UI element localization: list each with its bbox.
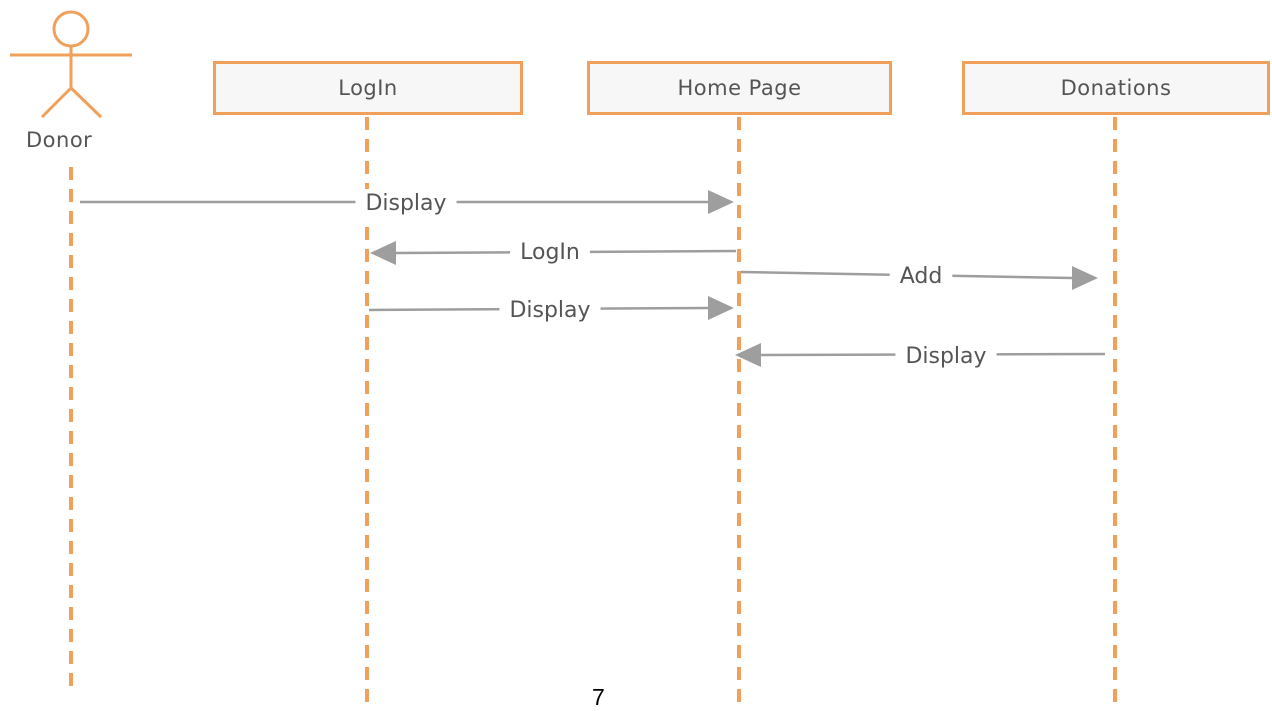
actor-label-donor: Donor [26, 128, 93, 152]
message-label: Display [905, 344, 986, 369]
lifeline-label-donations: Donations [1060, 76, 1172, 100]
lifeline-label-home-page: Home Page [677, 76, 802, 100]
message-label: Add [900, 264, 943, 289]
message-arrow: Display [368, 296, 734, 325]
message-label: Display [365, 191, 446, 216]
message-label-background [499, 296, 601, 325]
arrowhead-icon [370, 241, 396, 265]
message-label-background [510, 238, 590, 267]
message-label-background [889, 262, 953, 291]
lifeline-box-donations: Donations [962, 61, 1270, 115]
lifeline-label-login: LogIn [338, 76, 398, 100]
message-label-background [355, 189, 457, 218]
message-arrow: LogIn [370, 238, 737, 267]
arrowhead-icon [708, 296, 734, 320]
message-label: LogIn [520, 240, 580, 265]
lifeline-box-login: LogIn [213, 61, 523, 115]
lifeline-box-home-page: Home Page [587, 61, 892, 115]
message-label-background [895, 342, 997, 371]
message-label: Display [509, 298, 590, 323]
arrowhead-icon [735, 343, 761, 367]
message-arrow: Display [80, 189, 734, 218]
stick-figure-icon [10, 10, 132, 119]
arrowhead-icon [708, 190, 734, 214]
page-number: 7 [592, 684, 605, 710]
arrowhead-icon [1072, 266, 1098, 290]
message-arrow: Add [740, 262, 1098, 291]
message-arrow: Display [735, 342, 1106, 371]
